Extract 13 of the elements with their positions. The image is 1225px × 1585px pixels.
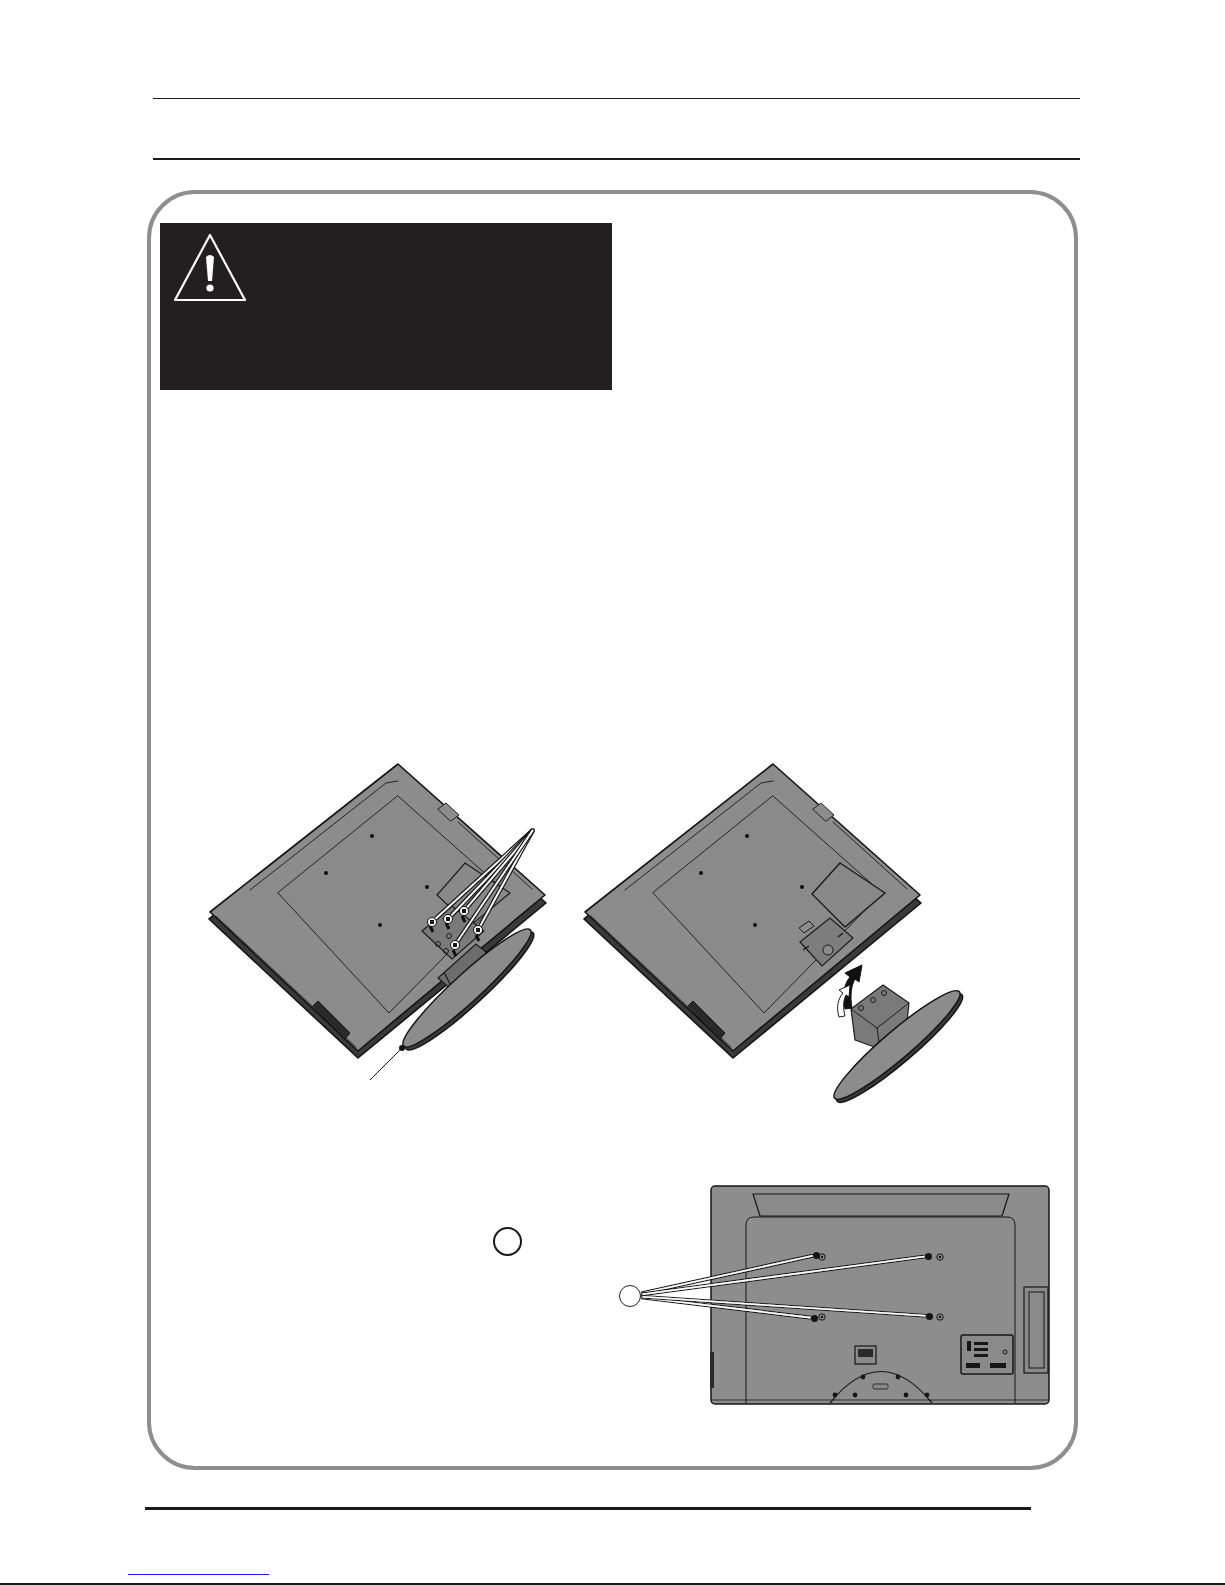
leader-dot [810, 1314, 818, 1322]
screw-marker [473, 925, 483, 935]
callout-circle [492, 1226, 522, 1256]
screw-marker [450, 940, 460, 950]
leader-dot [399, 1045, 405, 1051]
screw-marker [443, 914, 453, 924]
callout-circle [619, 1285, 641, 1307]
leader-dot [925, 1312, 933, 1320]
leader-line [369, 1049, 401, 1081]
screw-marker [459, 906, 469, 916]
leader-dot [924, 1252, 932, 1260]
leader-dot [812, 1251, 820, 1259]
screw-marker [427, 917, 437, 927]
